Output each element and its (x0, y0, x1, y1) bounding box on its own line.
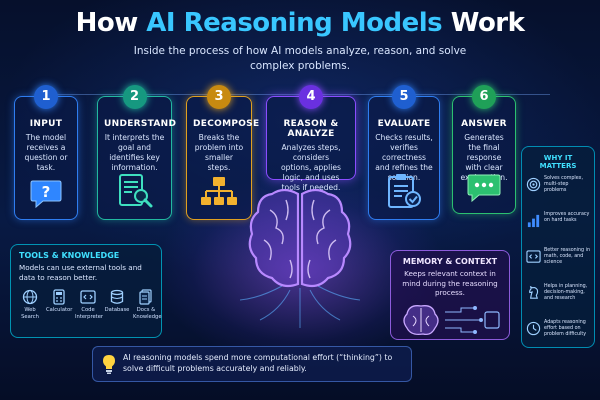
why-item-text: Improves accuracy on hard tasks (544, 212, 590, 224)
step-card-evaluate: 5 EVALUATE Checks results, verifies corr… (368, 85, 440, 220)
memory-context-description: Keeps relevant context in mind during th… (402, 269, 498, 297)
brain-icon (240, 188, 360, 328)
why-item: Adapts reasoning effort based on problem… (526, 320, 590, 356)
question-speech-bubble-icon: ? (30, 180, 62, 209)
step-card-decompose: 3 DECOMPOSE Breaks the problem into smal… (186, 85, 260, 220)
tool-label: Web Search (21, 307, 39, 320)
document-magnifier-icon (118, 174, 152, 208)
brain-icon (403, 304, 500, 335)
globe-icon (22, 289, 38, 305)
step-card-reason-analyze: 4 REASON & ANALYZE Analyzes steps, consi… (266, 85, 356, 192)
target-icon (526, 177, 541, 192)
svg-text:?: ? (42, 183, 51, 201)
page-title: How AI Reasoning Models Work (0, 8, 600, 38)
tools-knowledge-panel: TOOLS & KNOWLEDGE Models can use externa… (10, 244, 162, 338)
footer-text: AI reasoning models spend more computati… (123, 353, 393, 373)
tool-label: Docs & Knowledge (133, 307, 162, 320)
tool-docs-knowledge: Docs & Knowledge (133, 289, 162, 320)
step-title: ANSWER (461, 119, 507, 129)
step-title: EVALUATE (377, 119, 431, 129)
footer-note: AI reasoning models spend more computati… (92, 346, 412, 382)
why-item-text: Adapts reasoning effort based on problem… (544, 320, 587, 338)
tool-label: Code Interpreter (75, 307, 104, 320)
step-description: It interprets the goal and identifies ke… (104, 133, 165, 172)
why-item: Improves accuracy on hard tasks (526, 212, 590, 248)
step-title: REASON & ANALYZE (283, 119, 339, 139)
why-item: Better reasoning in math, code, and scie… (526, 248, 590, 284)
bar-chart-icon (527, 214, 540, 228)
documents-icon (139, 289, 152, 305)
tool-database: Database (104, 289, 130, 320)
step-number-badge: 3 (207, 85, 231, 109)
step-description: Analyzes steps, considers options, appli… (281, 143, 341, 192)
tools-knowledge-title: TOOLS & KNOWLEDGE (19, 251, 120, 260)
why-it-matters-panel: WHY IT MATTERS Solves complex, multi-ste… (521, 146, 595, 348)
tool-web-search: Web Search (17, 289, 43, 320)
why-item-text: Solves complex, multi-step problems (544, 176, 583, 194)
why-item-text: Better reasoning in math, code, and scie… (544, 248, 590, 266)
database-icon (110, 289, 124, 304)
page-subtitle: Inside the process of how AI models anal… (133, 45, 467, 72)
calculator-icon (53, 289, 65, 305)
step-title: INPUT (29, 119, 63, 129)
clock-icon (526, 321, 541, 336)
memory-context-title: MEMORY & CONTEXT (402, 257, 498, 266)
lightbulb-icon (103, 355, 115, 374)
step-connector-line (40, 94, 550, 95)
code-icon (526, 250, 541, 263)
why-item: Helps in planning, decision-making, and … (526, 284, 590, 320)
step-number-badge: 4 (299, 85, 323, 109)
chess-knight-icon (529, 285, 539, 299)
step-number-badge: 2 (122, 85, 147, 109)
step-card-answer: 6 ANSWER Generates the final response wi… (452, 85, 516, 214)
step-number-badge: 1 (34, 85, 58, 109)
title-prefix: How (75, 8, 147, 38)
step-description: Breaks the problem into smaller steps. (194, 133, 244, 172)
memory-context-panel: MEMORY & CONTEXT Keeps relevant context … (390, 250, 510, 340)
step-number-badge: 5 (392, 85, 416, 109)
tool-label: Calculator (46, 307, 73, 313)
tool-list: Web Search Calculator Code Interpreter D… (17, 289, 162, 320)
title-highlight: AI Reasoning Models (146, 8, 443, 38)
step-description: The model receives a question or task. (24, 133, 68, 172)
hierarchy-tree-icon (201, 177, 237, 205)
step-card-input: 1 INPUT The model receives a question or… (14, 85, 78, 220)
code-icon (80, 290, 96, 304)
tools-knowledge-description: Models can use external tools and data t… (19, 263, 142, 282)
tool-label: Database (104, 307, 130, 313)
why-it-matters-title: WHY IT MATTERS (539, 154, 577, 170)
tool-code-interpreter: Code Interpreter (75, 289, 104, 320)
step-number-badge: 6 (472, 85, 496, 109)
chat-bubble-icon (467, 174, 501, 203)
step-title: DECOMPOSE (193, 119, 260, 129)
step-title: UNDERSTAND (104, 119, 177, 129)
clipboard-check-icon (388, 174, 421, 208)
why-item-text: Helps in planning, decision-making, and … (544, 284, 588, 302)
tool-calculator: Calculator (46, 289, 72, 320)
why-item: Solves complex, multi-step problems (526, 176, 590, 212)
step-card-understand: 2 UNDERSTAND It interprets the goal and … (97, 85, 177, 220)
title-suffix: Work (442, 8, 525, 38)
